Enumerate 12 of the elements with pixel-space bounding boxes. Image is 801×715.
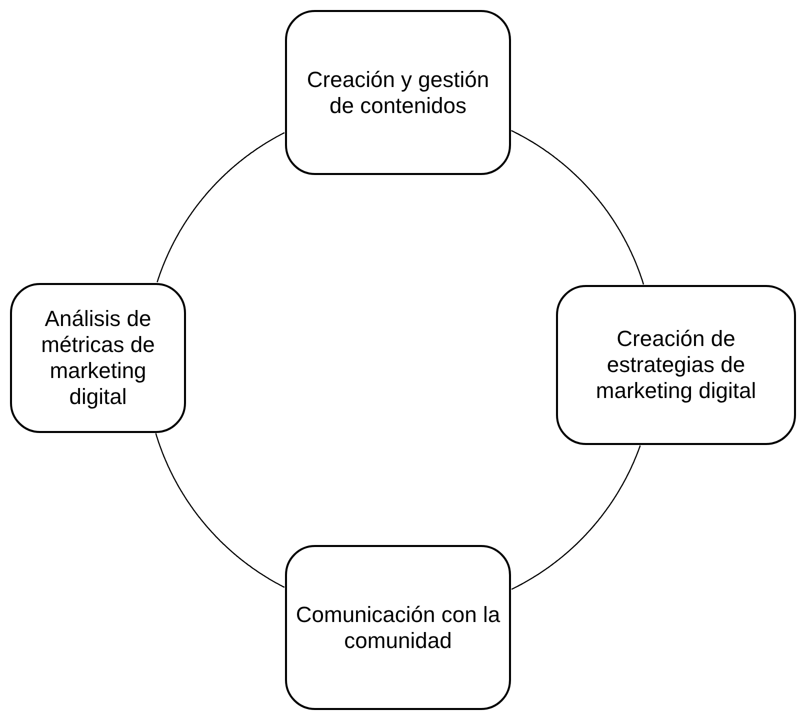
connector-arc	[155, 433, 285, 588]
rounded-box	[10, 283, 186, 433]
connector-arc	[511, 445, 641, 590]
box-label: Comunicación con la comunidad	[294, 602, 502, 654]
connector-arc	[156, 132, 285, 282]
box-label: Creación y gestión de contenidos	[306, 66, 490, 118]
box-label: Creación de estrategias de marketing digital	[594, 326, 758, 404]
connector-arc	[511, 130, 644, 285]
box-label: Análisis de métricas de marketing digital	[40, 306, 156, 410]
rounded-box	[285, 10, 511, 175]
rounded-box	[556, 285, 796, 445]
rounded-box	[285, 545, 511, 710]
